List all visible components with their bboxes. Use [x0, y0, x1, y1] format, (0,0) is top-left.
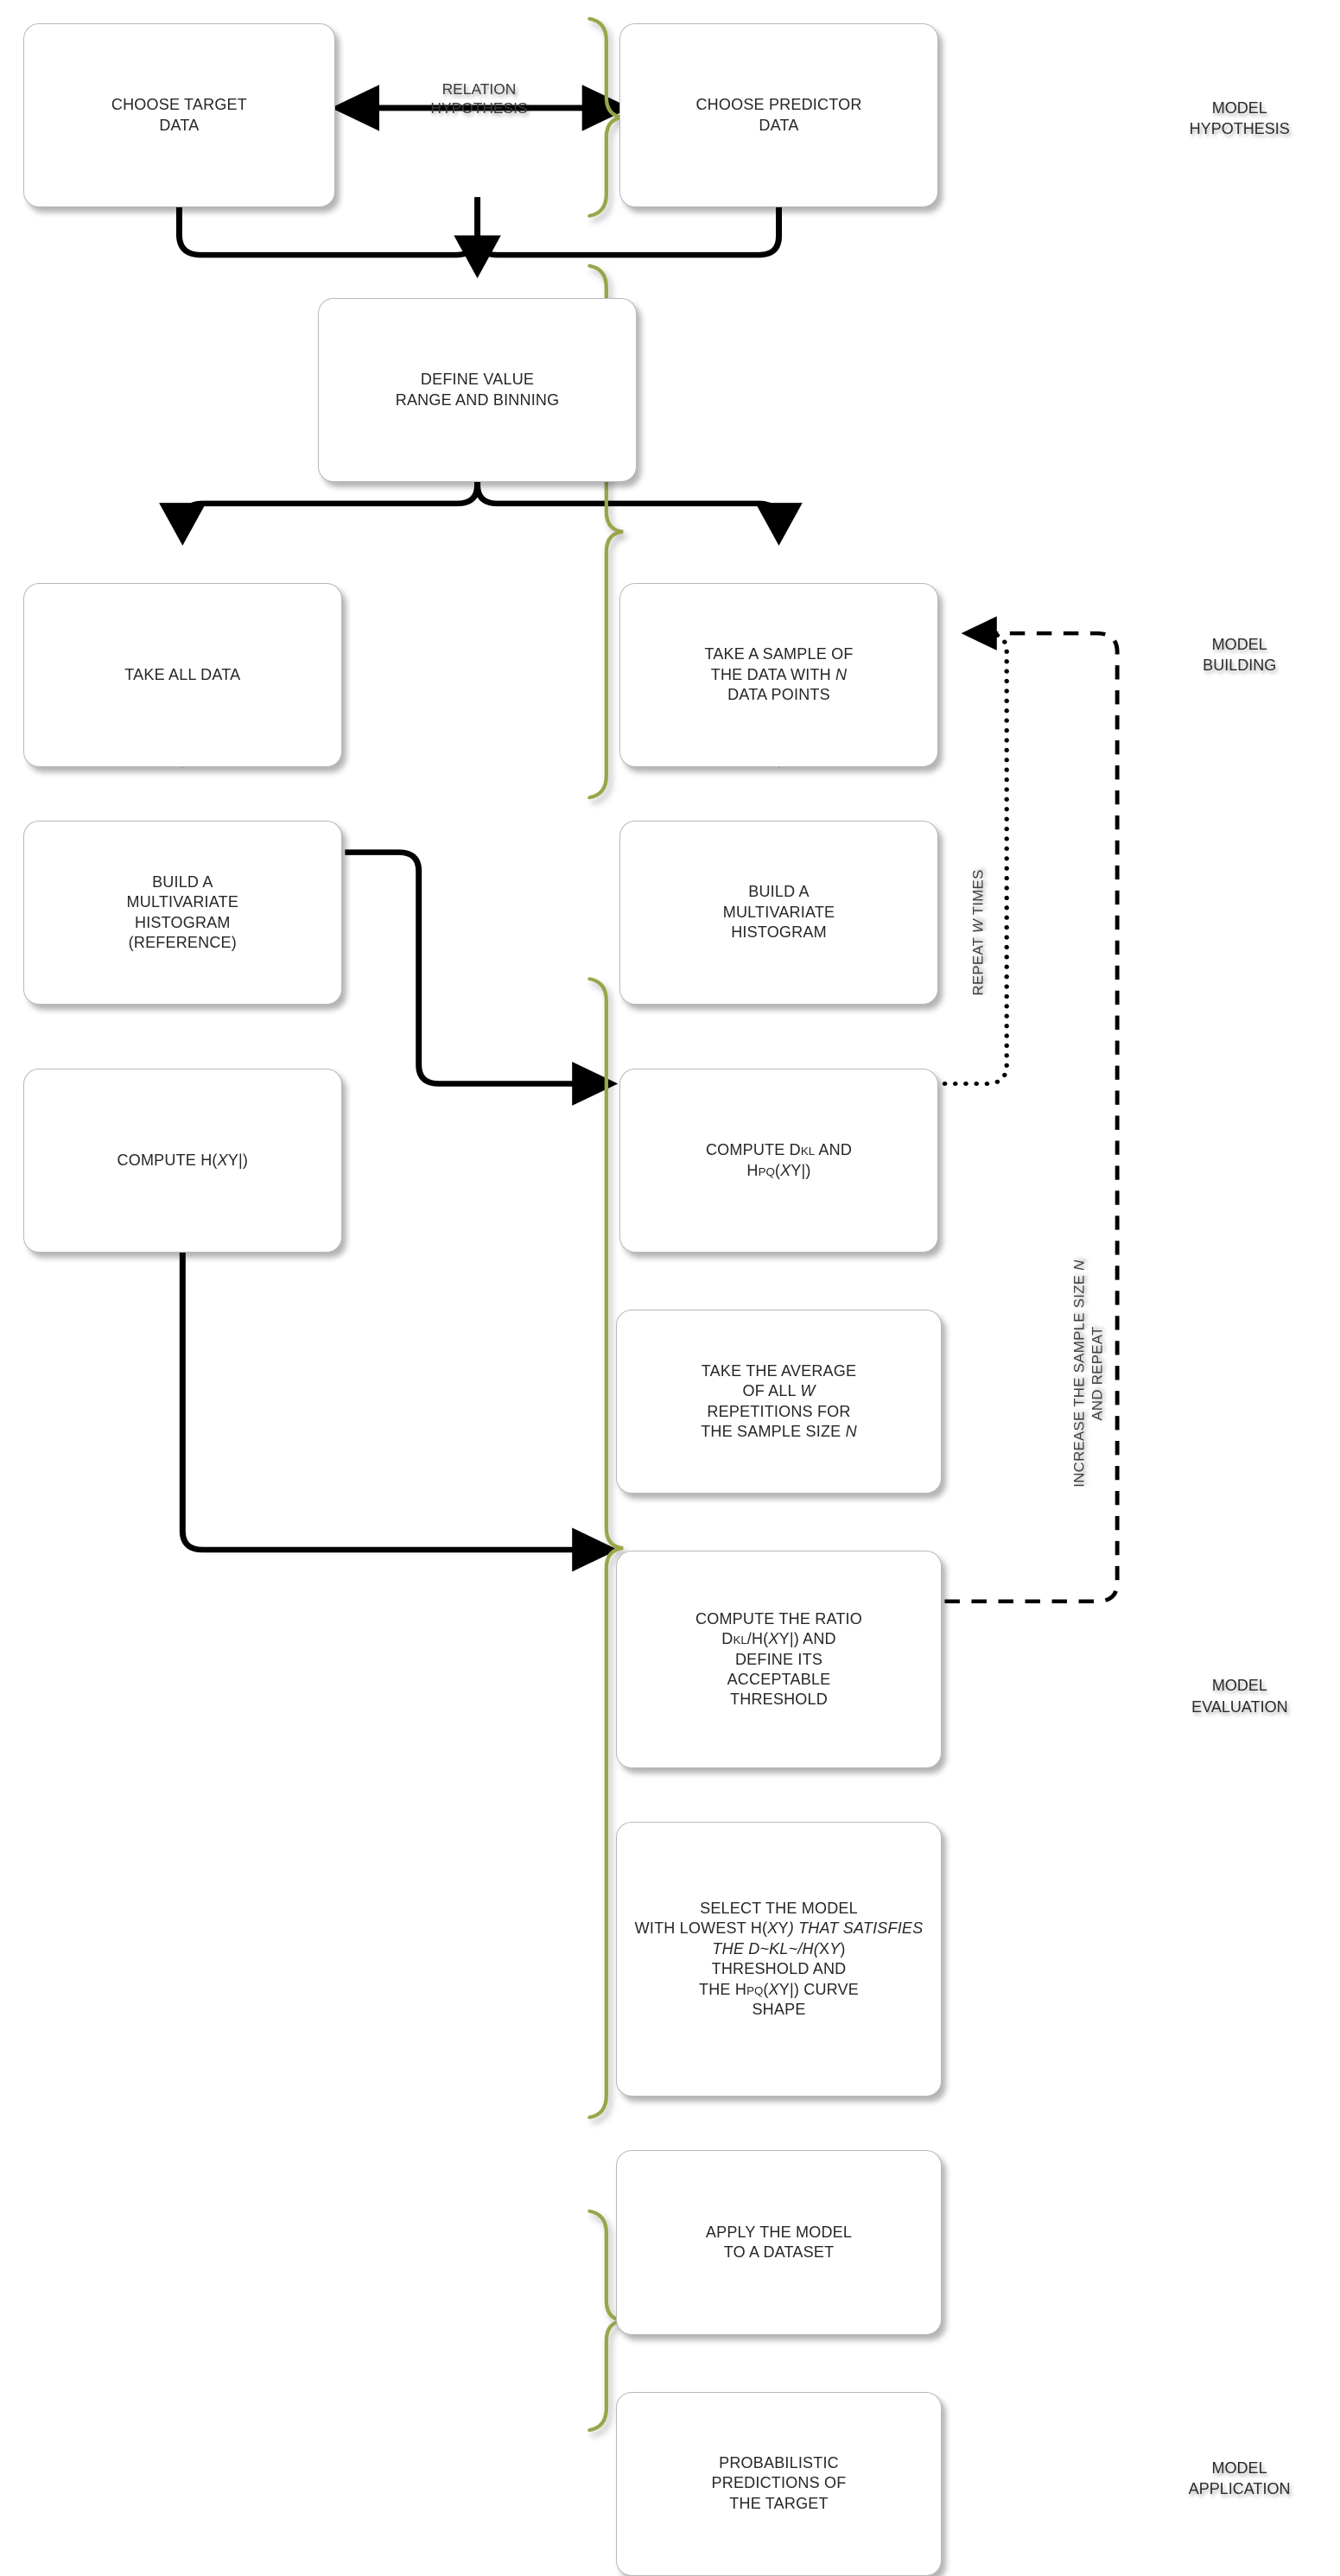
node-label: COMPUTE H(XY|) — [117, 1151, 249, 1169]
loop-label-repeat-w-times: REPEAT W TIMES — [969, 869, 987, 996]
node-compute-hxy[interactable]: COMPUTE H(XY|) — [23, 1068, 342, 1253]
node-label: TAKE ALL DATA — [124, 665, 241, 683]
node-take-all-data[interactable]: TAKE ALL DATA — [23, 582, 342, 767]
brace-model-building — [587, 263, 624, 800]
loop-increase-sample-size — [944, 631, 1120, 1603]
loop-repeat-w-times — [942, 616, 1009, 1087]
brace-model-evaluation — [587, 977, 624, 2120]
brace-model-hypothesis — [587, 16, 624, 218]
